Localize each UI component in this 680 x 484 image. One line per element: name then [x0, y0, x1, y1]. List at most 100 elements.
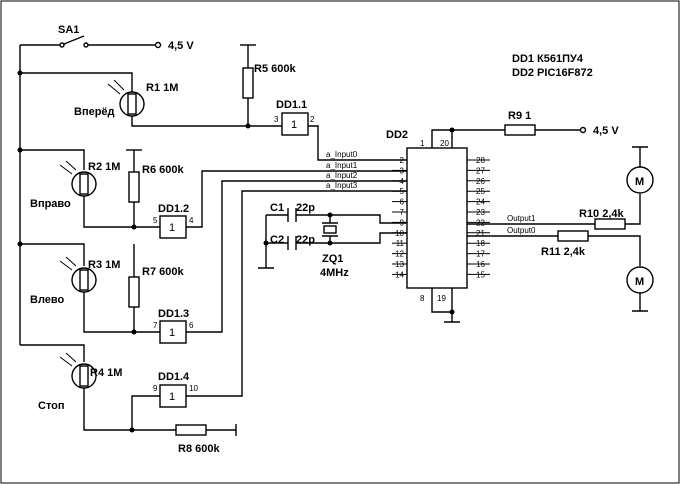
net-input3-label: a_Input3 [326, 181, 358, 190]
crystal-name: ZQ1 [322, 253, 343, 265]
resistor-r5 [242, 67, 254, 99]
gate-dd11-label: DD1.1 [276, 99, 307, 111]
pin-9: 9 [153, 384, 158, 393]
net-input0 [308, 125, 407, 161]
light-arrows [59, 256, 77, 271]
wire [20, 72, 133, 92]
gate-dd13-symbol: 1 [169, 327, 175, 339]
wire [83, 388, 176, 431]
r10-label: R10 2,4k [579, 208, 625, 220]
output1-label: Output1 [507, 214, 536, 223]
wire [20, 344, 85, 362]
wire [20, 243, 85, 266]
capacitor-c2 [287, 236, 297, 250]
photoresistor-r4-body [79, 365, 89, 387]
pin-5: 5 [153, 216, 158, 225]
r6-label: R6 600k [142, 164, 184, 176]
net-input0-label: a_Input0 [326, 150, 358, 159]
sensor-forward-label: Вперёд [74, 106, 115, 118]
junction [449, 309, 455, 315]
c2-value: 22p [296, 234, 315, 246]
resistor-r10 [594, 218, 626, 230]
gate-dd13-label: DD1.3 [158, 308, 189, 320]
r5-label: R5 600k [254, 63, 296, 75]
wire [266, 232, 407, 244]
net-input1 [186, 170, 407, 228]
photoresistor-r1-body [127, 93, 137, 115]
wire [131, 395, 160, 430]
switch-contact [59, 42, 65, 48]
motor-1-ground [632, 146, 648, 167]
pin-7: 7 [153, 321, 158, 330]
gate-dd11 [281, 112, 309, 136]
switch-contact [83, 42, 89, 48]
c1-value: 22p [296, 202, 315, 214]
pin-4: 4 [189, 216, 194, 225]
legend-line-2: DD2 PIC16F872 [512, 67, 593, 79]
switch-blade [63, 35, 85, 45]
junction [131, 224, 137, 230]
photoresistor-r2-body [79, 173, 89, 195]
pin-10: 10 [189, 384, 198, 393]
pin-19: 19 [437, 294, 446, 303]
gate-dd11-symbol: 1 [291, 119, 297, 131]
wire [266, 214, 407, 224]
crystal-zq1 [322, 215, 338, 243]
switch-label: SA1 [58, 24, 79, 36]
legend-line-1: DD1 К561ПУ4 [512, 53, 584, 65]
wire [588, 235, 641, 266]
ground [206, 424, 237, 436]
r2-label: R2 1M [88, 161, 120, 173]
motor-1-label: M [635, 176, 644, 188]
junction [131, 329, 137, 335]
r9-label: R9 1 [508, 110, 531, 122]
mcu-top-wire [431, 129, 453, 148]
sensor-left-label: Влево [30, 294, 65, 306]
capacitor-c1 [287, 208, 297, 222]
sensor-stop-label: Стоп [38, 400, 65, 412]
light-arrows [59, 352, 77, 367]
junction [263, 240, 269, 246]
net-input3 [186, 190, 407, 397]
r11-label: R11 2,4k [541, 246, 586, 258]
pin-1: 1 [420, 139, 425, 148]
wire [83, 196, 160, 228]
pin-3: 3 [274, 115, 279, 124]
gate-dd12-label: DD1.2 [158, 203, 189, 215]
power-terminal-2 [579, 126, 587, 134]
gate-dd12-symbol: 1 [169, 222, 175, 234]
pin-2: 2 [310, 115, 315, 124]
photoresistor-r3-body [79, 269, 89, 291]
gate-dd14-label: DD1.4 [158, 371, 190, 383]
wire [625, 194, 641, 225]
resistor-r9 [504, 124, 536, 136]
r7-label: R7 600k [142, 266, 184, 278]
r3-label: R3 1M [88, 259, 120, 271]
output0-label: Output0 [507, 226, 536, 235]
sensor-right-label: Вправо [30, 198, 71, 210]
net-input2-label: a_Input2 [326, 171, 358, 180]
power-terminal-1 [154, 41, 162, 49]
pin-8: 8 [420, 294, 425, 303]
motor-2-ground [632, 293, 648, 312]
resistor-r11 [557, 230, 589, 242]
pin-20: 20 [440, 139, 449, 148]
junction [327, 240, 333, 246]
crystal-freq: 4MHz [320, 267, 349, 279]
net-input1-label: a_Input1 [326, 161, 358, 170]
light-arrows [107, 79, 125, 95]
light-arrows [59, 160, 77, 175]
net-input2 [186, 180, 407, 333]
c1-label: C1 [270, 202, 284, 214]
wire [20, 149, 85, 170]
wire [83, 292, 160, 333]
c2-label: C2 [270, 234, 284, 246]
resistor-r7 [128, 276, 140, 308]
mcu-label: DD2 [386, 129, 408, 141]
motor-2-label: M [635, 276, 644, 288]
power-label-1: 4,5 V [168, 40, 194, 52]
power-label-2: 4,5 V [593, 125, 619, 137]
